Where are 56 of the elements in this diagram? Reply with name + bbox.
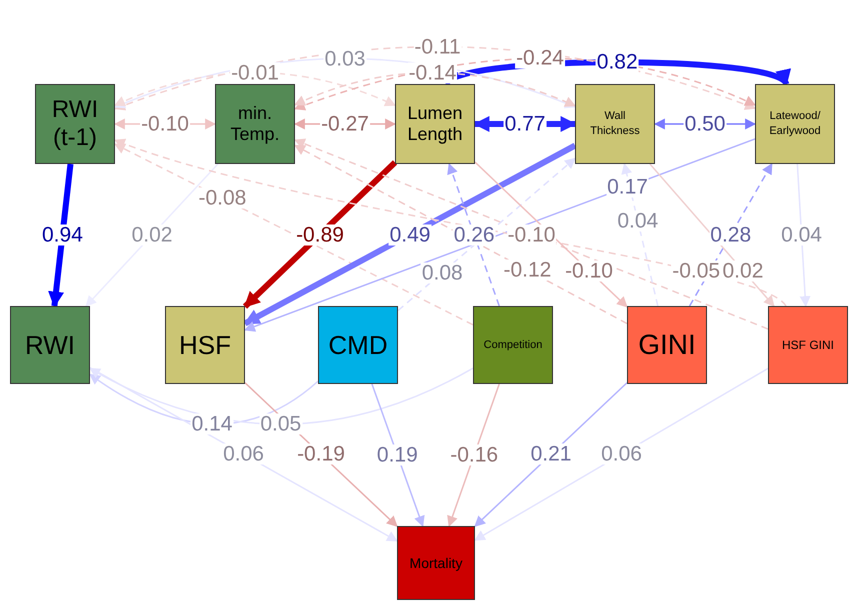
node-label: Mortality bbox=[408, 554, 464, 573]
node-label: HSF GINI bbox=[780, 337, 835, 354]
variable-box bbox=[215, 84, 295, 164]
edge-label: 0.26 bbox=[452, 224, 496, 246]
edge-label: 0.94 bbox=[41, 224, 84, 246]
edge-label: -0.24 bbox=[515, 48, 565, 69]
node-label: RWI bbox=[24, 328, 76, 362]
edge-label: 0.82 bbox=[596, 52, 639, 73]
edge-label: 0.49 bbox=[388, 224, 432, 245]
edge-label: 0.02 bbox=[722, 260, 764, 281]
variable-box bbox=[318, 306, 398, 384]
edge-label: 0.02 bbox=[130, 224, 174, 246]
arrow bbox=[242, 160, 398, 309]
node-label: min. Temp. bbox=[229, 103, 281, 145]
edge-label: -0.14 bbox=[408, 62, 458, 84]
node-label: HSF bbox=[178, 328, 232, 362]
edge-label: 0.21 bbox=[530, 444, 572, 465]
node-label: Latewood/ Earlywood bbox=[768, 108, 822, 139]
edge-label: -0.10 bbox=[506, 224, 556, 245]
edge-label: -0.08 bbox=[197, 188, 248, 209]
node-label: RWI (t-1) bbox=[50, 96, 100, 152]
edge-label: 0.04 bbox=[616, 210, 660, 232]
arrow bbox=[48, 164, 74, 308]
variable-box bbox=[575, 84, 655, 164]
node-label: GINI bbox=[637, 328, 697, 362]
node-label: Competition bbox=[482, 338, 544, 353]
variable-box bbox=[35, 84, 115, 164]
edge-label: 0.06 bbox=[222, 444, 265, 465]
edge-label: 0.28 bbox=[709, 224, 752, 246]
node-label: CMD bbox=[327, 328, 389, 362]
variable-box bbox=[397, 526, 475, 600]
edge-label: 0.06 bbox=[600, 444, 643, 465]
variable-box bbox=[627, 306, 707, 384]
edge-label: 0.19 bbox=[376, 444, 419, 466]
arrow bbox=[244, 142, 576, 326]
edge-label: 0.08 bbox=[420, 262, 464, 284]
variable-box bbox=[755, 84, 835, 164]
edge-label: -0.19 bbox=[296, 444, 346, 465]
arrow bbox=[447, 162, 500, 306]
variable-box bbox=[165, 306, 245, 384]
edge-label: 0.04 bbox=[780, 224, 823, 246]
variable-box bbox=[473, 306, 553, 384]
variable-box bbox=[768, 306, 848, 384]
variable-box bbox=[395, 84, 475, 164]
edge-label: -0.05 bbox=[671, 260, 722, 282]
arrow bbox=[474, 368, 768, 541]
node-label: Wall Thickness bbox=[589, 108, 641, 139]
edge-label: 0.14 bbox=[190, 413, 234, 434]
edge-label: -0.89 bbox=[295, 224, 345, 245]
edge-label: -0.10 bbox=[564, 260, 614, 282]
node-label: Lumen Length bbox=[406, 103, 464, 145]
variable-box bbox=[10, 306, 90, 384]
edge-label: -0.16 bbox=[449, 444, 500, 466]
edge-label: -0.12 bbox=[502, 260, 552, 281]
edge-label: 0.05 bbox=[259, 414, 302, 435]
edge-label: 0.17 bbox=[606, 176, 649, 198]
